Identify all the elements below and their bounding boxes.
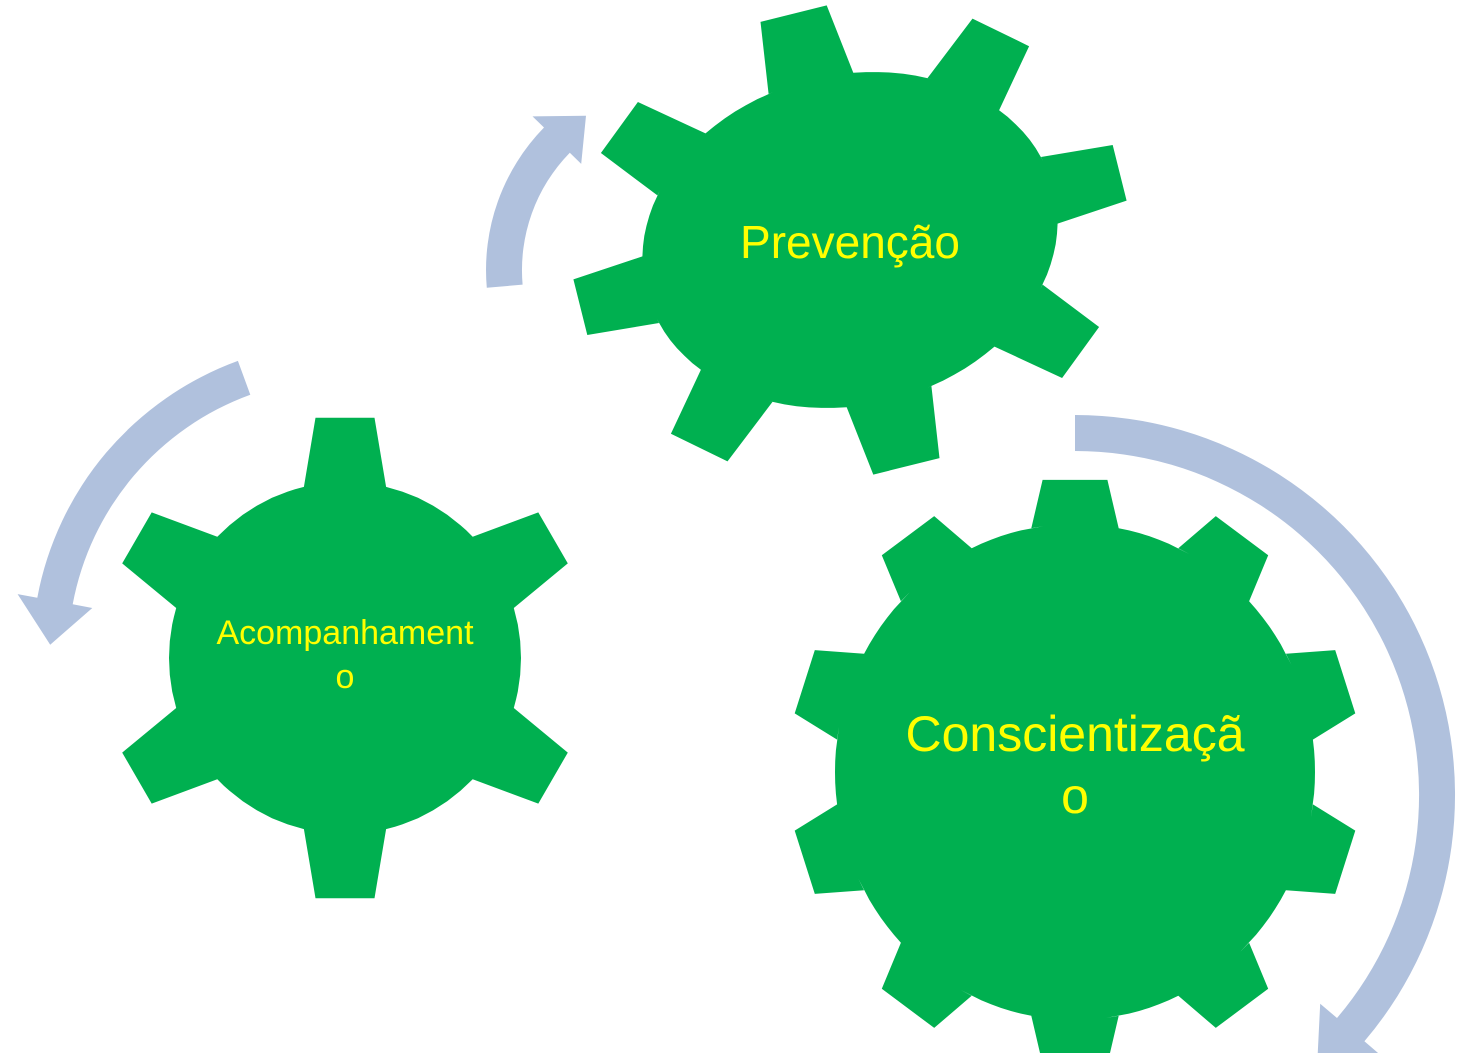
gear-label-conscientizacao: Conscientização bbox=[905, 705, 1245, 825]
gear-label-prevencao: Prevenção bbox=[740, 215, 960, 268]
curved-arrow-counterclockwise-acompanhamento-arrow bbox=[17, 360, 251, 645]
gear-prevencao bbox=[573, 5, 1127, 475]
gear-conscientizacao bbox=[794, 479, 1356, 1058]
curved-arrow-clockwise-conscientizacao-arrow bbox=[1075, 415, 1456, 1058]
gear-acompanhamento bbox=[122, 417, 568, 899]
curved-arrow-clockwise-prevencao-arrow bbox=[486, 115, 586, 288]
gear-label-acompanhamento: Acompanhamento bbox=[216, 613, 474, 696]
